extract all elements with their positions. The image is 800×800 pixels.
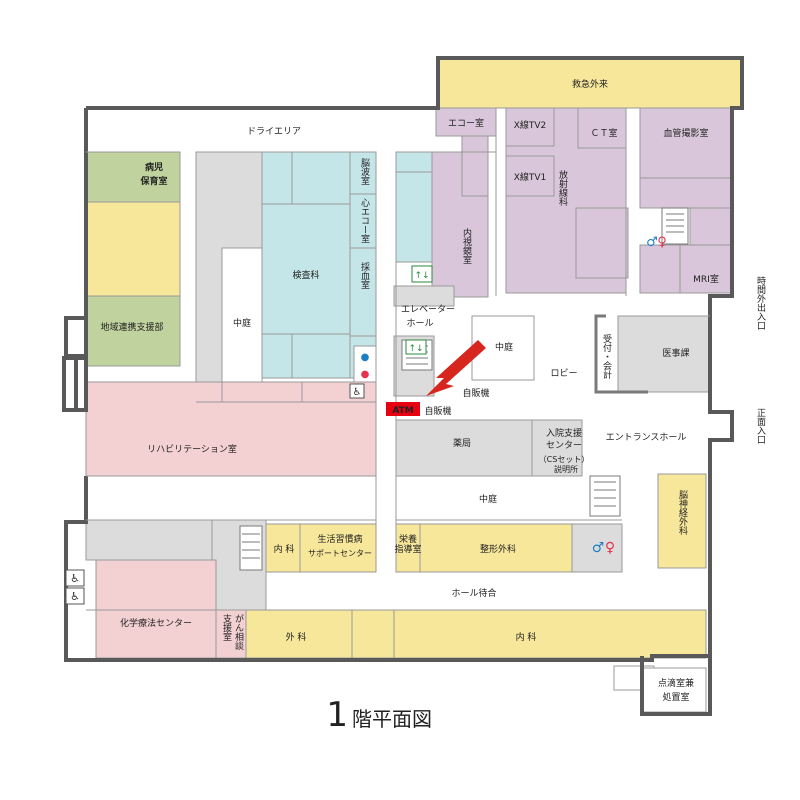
label-radiology: 放射線科	[557, 169, 568, 207]
svg-text:↑↓: ↑↓	[408, 344, 423, 354]
medical-affairs	[617, 315, 711, 393]
atm-label: ATM	[392, 406, 413, 416]
neurosurgery-room	[657, 473, 707, 569]
label-ct: ＣＴ室	[590, 127, 617, 139]
label-hall-waiting: ホール待合	[451, 587, 496, 599]
courtyard-west	[221, 247, 263, 383]
label-internal-small: 内 科	[274, 543, 295, 555]
svg-text:●: ●	[361, 352, 370, 363]
label-main-entrance: 正面入口	[755, 408, 766, 444]
label-chemo: 化学療法センター	[120, 617, 192, 629]
svg-text:♿: ♿	[70, 590, 80, 603]
lifestyle-center	[299, 523, 377, 573]
arrow-icon	[426, 340, 486, 396]
label-emergency: 救急外来	[572, 78, 608, 90]
atm-badge	[386, 402, 420, 416]
elevator-icon: ↑↓	[411, 265, 433, 283]
label-admission-2: センター	[546, 440, 582, 451]
floor-title: 階平面図	[352, 707, 432, 731]
label-orthopedics: 整形外科	[480, 543, 516, 555]
svg-text:♿: ♿	[353, 387, 362, 398]
label-angiography: 血管撮影室	[663, 127, 708, 139]
label-nutrition-1: 栄養	[399, 533, 417, 545]
label-neurosurgery: 脳神経外科	[677, 489, 688, 536]
label-internal: 内 科	[516, 631, 537, 643]
restroom-icon: ♂ ♀	[592, 540, 615, 556]
label-surgery: 外 科	[286, 631, 307, 643]
label-admission-1: 入院支援	[546, 427, 582, 439]
svg-text:♀: ♀	[605, 540, 615, 556]
label-blood-draw: 採血室	[359, 261, 370, 289]
wheelchair-icon: ♿ ♿	[65, 569, 85, 605]
label-cs-set-2: 説明所	[554, 464, 578, 474]
svg-text:↑↓: ↑↓	[414, 271, 429, 281]
label-cs-set-1: （CSセット）	[539, 455, 590, 464]
internal-room	[393, 609, 707, 659]
svg-text:♂: ♂	[592, 540, 605, 556]
eeg-room	[349, 151, 377, 195]
restroom-icon: ♂ ♀	[646, 235, 667, 250]
label-sick-child-1: 病児	[145, 161, 163, 173]
label-lab: 検査科	[292, 269, 319, 281]
label-endoscopy: 内視鏡室	[461, 227, 472, 264]
label-elevator-hall-1: エレベーター	[401, 304, 455, 315]
label-cardiac-echo: 心エコー室	[359, 198, 370, 243]
reception-counter	[594, 314, 648, 394]
label-lifestyle-2: サポートセンター	[308, 549, 372, 558]
svg-text:●: ●	[361, 369, 370, 380]
label-sick-child-2: 保育室	[139, 175, 167, 187]
label-courtyard-3: 中庭	[479, 493, 497, 505]
angiography-room	[639, 107, 733, 179]
label-cancer-1: 支援室	[221, 613, 232, 641]
svg-text:♂: ♂	[646, 235, 658, 250]
nutrition-room	[395, 523, 421, 573]
label-pharmacy: 薬局	[453, 437, 471, 449]
label-vending-1: 自販機	[462, 387, 489, 399]
orthopedics-room	[419, 523, 573, 573]
label-cancer-2: がん相談	[233, 613, 244, 651]
label-entrance-hall: エントランスホール	[606, 432, 687, 443]
floor-number: 1	[326, 695, 348, 735]
label-courtyard-2: 中庭	[495, 341, 513, 353]
label-lobby: ロビー	[550, 368, 577, 379]
label-xray-tv1: X線TV1	[514, 171, 547, 183]
label-drip-1: 点滴室兼	[658, 677, 694, 689]
label-elevator-hall-2: ホール	[406, 318, 433, 329]
wheelchair-icon: ♿	[349, 383, 365, 399]
drip-room	[641, 667, 707, 713]
svg-text:♀: ♀	[657, 235, 667, 250]
restroom-icon: ● ●	[353, 345, 377, 383]
label-reception: 受付・会計	[601, 333, 612, 380]
label-nutrition-2: 指導室	[394, 543, 421, 555]
elevator-icon: ↑↓	[405, 339, 427, 355]
label-lifestyle-1: 生活習慣病	[317, 533, 362, 545]
svg-text:♿: ♿	[70, 572, 80, 585]
label-rehab: リハビリテーション室	[147, 443, 237, 455]
surgery-room	[245, 609, 353, 659]
label-vending-2: 自販機	[424, 405, 451, 417]
stairs	[239, 207, 689, 571]
mri-room	[679, 244, 733, 294]
label-dry-area: ドライエリア	[247, 126, 301, 137]
label-eeg: 脳波室	[359, 157, 370, 185]
label-night-entrance: 時間外出入口	[755, 276, 766, 330]
label-medical-affairs: 医事課	[662, 347, 689, 359]
label-echo: エコー室	[448, 117, 484, 129]
label-courtyard-1: 中庭	[233, 317, 251, 329]
chemo-center	[95, 559, 217, 659]
label-drip-2: 処置室	[662, 691, 689, 703]
label-xray-tv2: X線TV2	[514, 119, 547, 131]
label-mri: MRI室	[693, 273, 719, 285]
label-community: 地域連携支援部	[100, 321, 163, 333]
